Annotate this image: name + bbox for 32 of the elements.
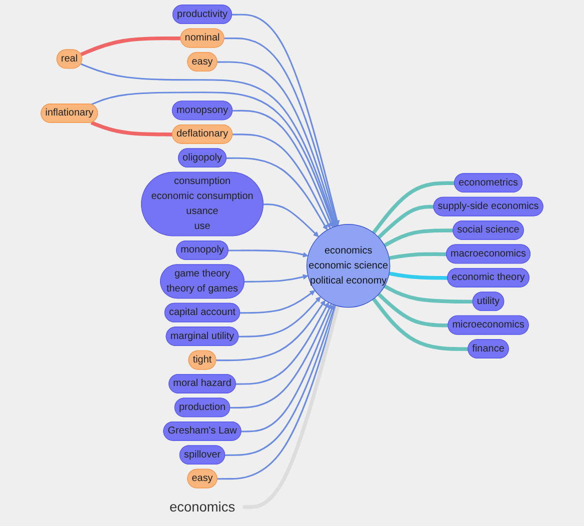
connector [372,181,455,234]
connector [372,298,468,351]
connector [384,284,474,304]
arrow [217,61,338,226]
connector [388,252,447,260]
arrow [225,304,336,456]
connector [377,204,434,239]
connector [242,306,340,509]
connector [377,292,448,328]
arrow [216,300,326,362]
arrow [238,296,321,338]
connector [384,228,454,248]
node-text: economics [169,499,236,515]
arrow [228,250,308,258]
arrow [232,110,334,228]
arrow [80,63,336,227]
connector [388,272,448,280]
arrow [240,290,316,314]
arrow [241,304,334,432]
arrow [224,38,339,226]
arrow [263,204,319,238]
arrow [90,92,335,228]
arrow [232,134,331,229]
node-circle: economics economic science political economy [306,224,390,308]
arrow [232,14,340,226]
connector [90,120,173,136]
arrow [244,274,308,282]
connector [80,36,181,56]
arrow [217,305,338,480]
arrow [236,302,329,385]
arrow [226,157,328,230]
arrow [230,303,332,409]
